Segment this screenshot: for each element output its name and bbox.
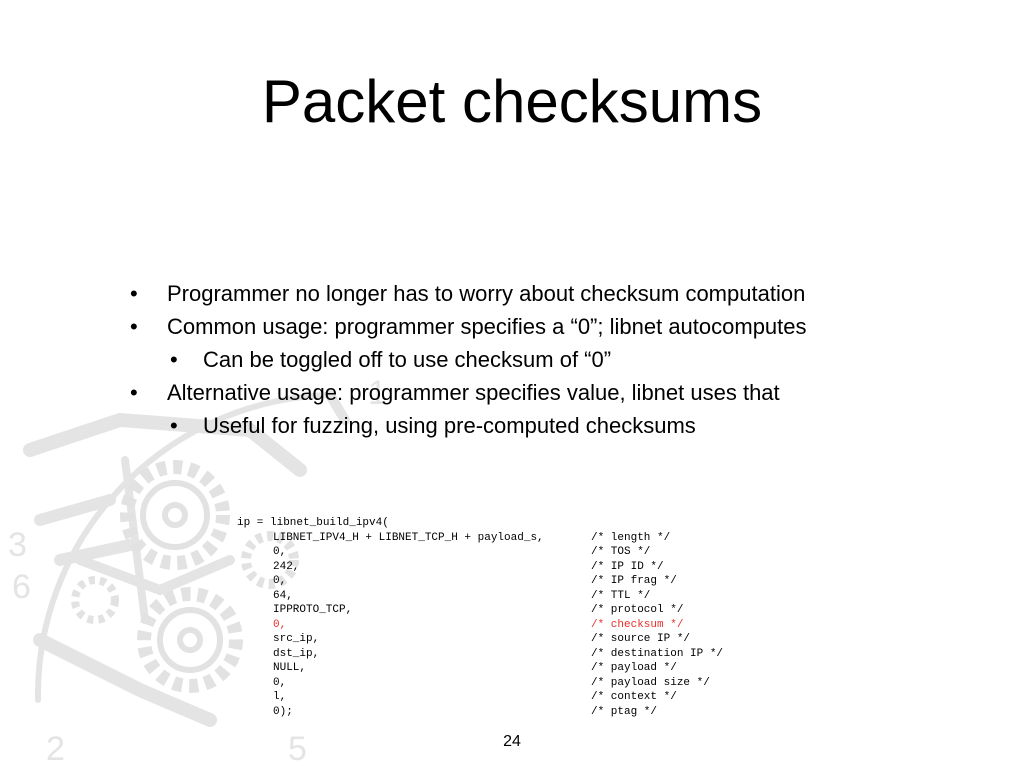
code-argument: LIBNET_IPV4_H + LIBNET_TCP_H + payload_s…: [273, 531, 544, 544]
code-comment: /* context */: [591, 691, 677, 703]
code-comment: /* ptag */: [591, 705, 658, 718]
watermark-digit-6: 6: [12, 568, 31, 606]
code-comment: /* protocol */: [591, 604, 684, 616]
code-comment-checksum: /* checksum */: [591, 618, 684, 631]
code-comment: /* payload */: [591, 662, 677, 674]
code-argument: src_ip,: [273, 633, 320, 645]
bullet-item: Alternative usage: programmer specifies …: [130, 377, 910, 408]
watermark-digit-5: 5: [288, 730, 307, 768]
code-comment: /* destination IP */: [591, 647, 724, 660]
code-argument: 242,: [273, 560, 300, 573]
bullet-item: Common usage: programmer specifies a “0”…: [130, 311, 910, 342]
code-comment: /* source IP */: [591, 633, 691, 645]
watermark-digit-3: 3: [8, 526, 27, 564]
code-argument: dst_ip,: [273, 647, 320, 660]
sub-bullet-item: Useful for fuzzing, using pre-computed c…: [130, 410, 910, 441]
code-comment: /* IP ID */: [591, 560, 664, 573]
gear-icon: [71, 460, 299, 693]
code-argument: 0,: [273, 546, 287, 558]
watermark-digit-2: 2: [46, 730, 65, 768]
code-argument: 64,: [273, 589, 293, 602]
code-comment: /* length */: [591, 531, 671, 544]
code-argument: l,: [273, 691, 287, 703]
page-number: 24: [503, 733, 521, 750]
code-argument-checksum: 0,: [273, 618, 287, 631]
code-argument: 0);: [273, 705, 293, 718]
code-argument: IPPROTO_TCP,: [273, 604, 353, 616]
code-comment: /* payload size */: [591, 676, 710, 689]
code-comment: /* IP frag */: [591, 575, 677, 587]
bullet-item: Programmer no longer has to worry about …: [130, 278, 910, 309]
code-comment: /* TTL */: [591, 589, 651, 602]
sub-bullet-item: Can be toggled off to use checksum of “0…: [130, 344, 910, 375]
slide-title: Packet checksums: [261, 68, 763, 136]
bullet-list: Programmer no longer has to worry about …: [130, 278, 910, 443]
code-argument: 0,: [273, 676, 287, 689]
code-argument: 0,: [273, 575, 287, 587]
code-comment: /* TOS */: [591, 546, 651, 558]
code-argument: NULL,: [273, 662, 307, 674]
code-function-call: ip = libnet_build_ipv4(: [237, 517, 389, 529]
